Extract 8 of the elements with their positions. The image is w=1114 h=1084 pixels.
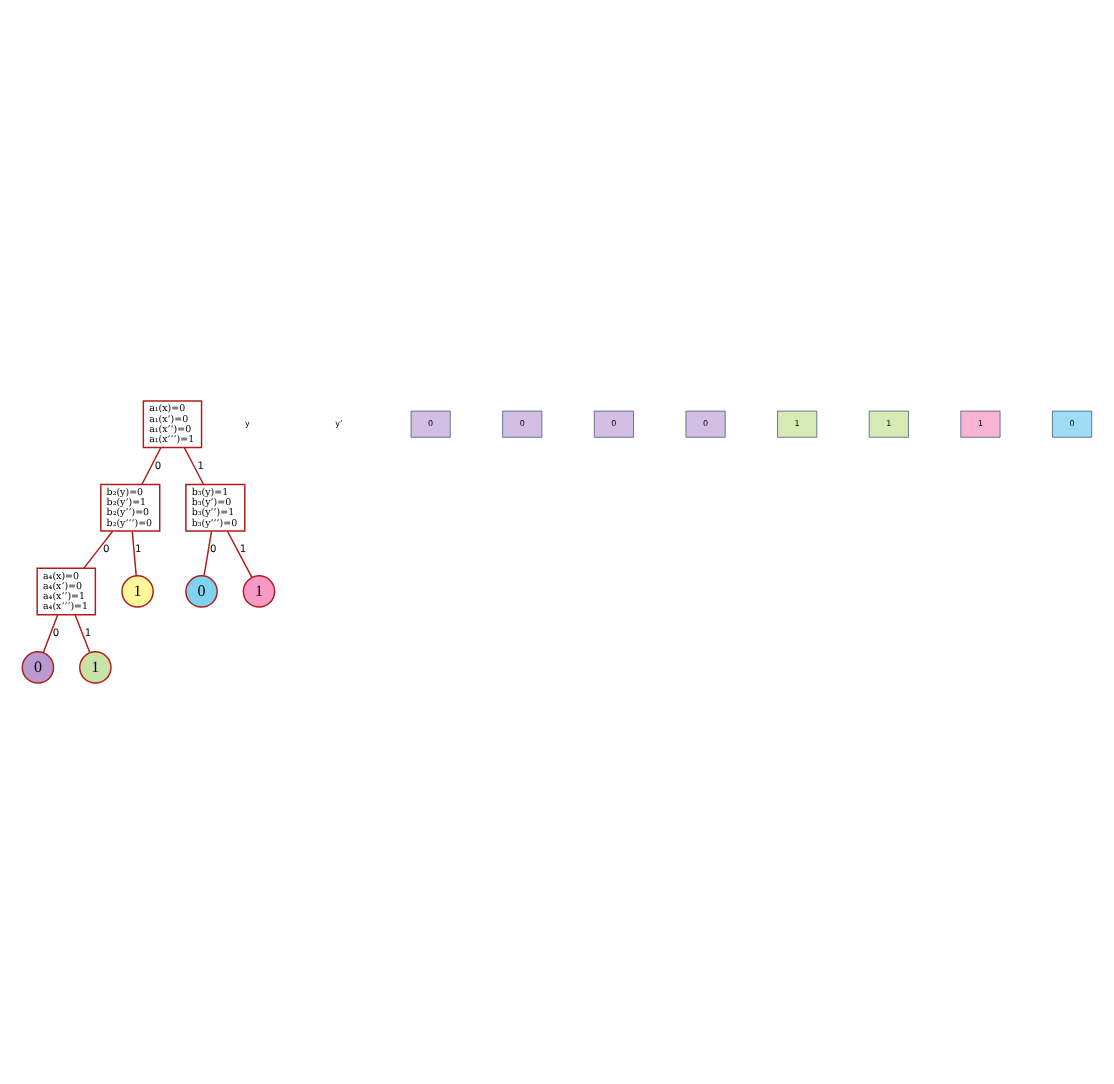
connector [203,530,213,577]
connector [226,530,253,579]
connector [42,614,59,654]
connector [141,446,162,486]
connector [183,446,205,486]
connector [131,530,137,577]
connector [74,614,91,654]
connector [83,530,114,569]
